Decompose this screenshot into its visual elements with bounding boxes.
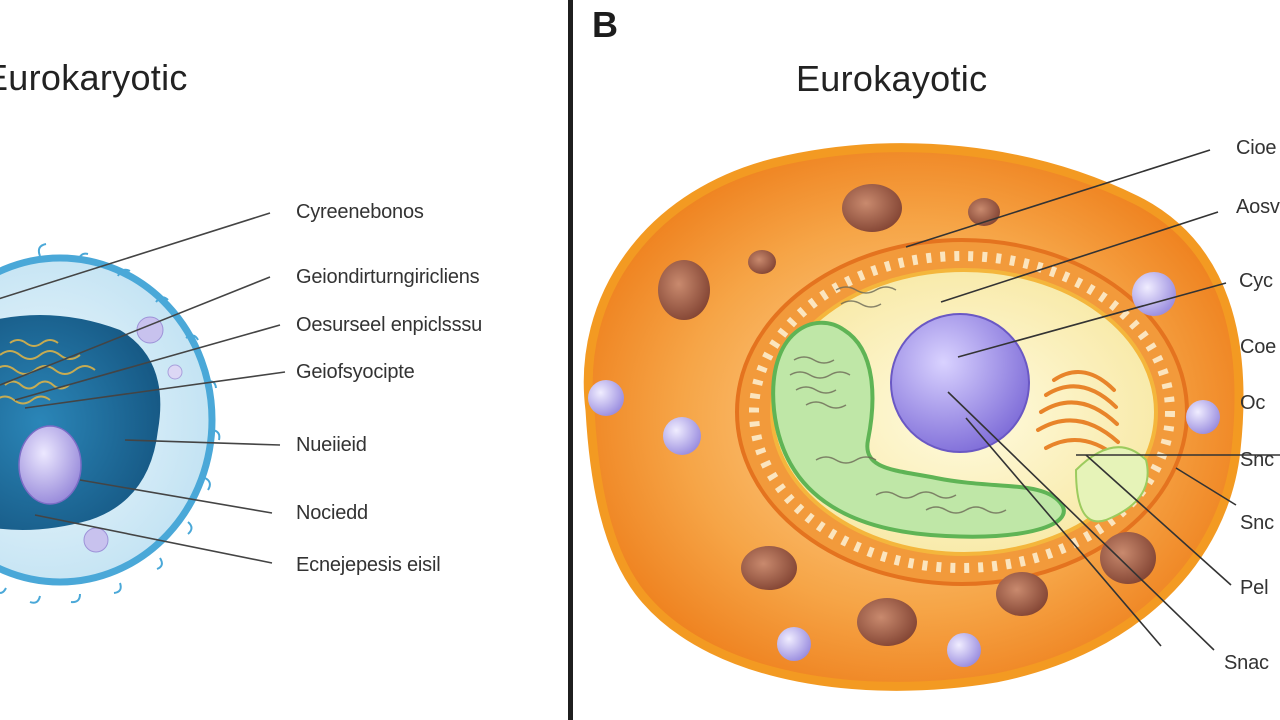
endoplasmic-reticulum [771, 320, 1066, 539]
golgi-apparatus [1036, 370, 1120, 460]
panel-b-label-7: Snc [1240, 512, 1274, 534]
panel-a-label-2: Geiondirturngiricliens [296, 266, 480, 288]
panel-b-label-6: Snc [1240, 449, 1274, 471]
pili [0, 243, 221, 604]
panel-a-label-4: Geiofsyocipte [296, 361, 415, 383]
panel-b-label-8: Pel [1240, 577, 1269, 599]
panel-divider [568, 0, 573, 720]
panel-b-title: Eurokayotic [796, 58, 988, 99]
panel-b-label-2: Aosv [1236, 196, 1280, 218]
mitochondria [658, 184, 1156, 646]
panel-b-label-3: Cyc [1239, 270, 1273, 292]
panel-b: B Eurokayotic Cioe Aosv Cyc Coe Oc Snc S… [576, 0, 1280, 720]
panel-a-label-3: Oesurseel enpiclsssu [296, 314, 483, 336]
panel-b-label-9: Snac [1224, 652, 1269, 674]
panel-a-label-7: Ecnejepesis eisil [296, 554, 441, 576]
panel-b-letter: B [592, 4, 618, 45]
vesicle [167, 364, 183, 380]
vesicle-ring [749, 251, 1175, 573]
vesicle [83, 527, 109, 553]
panel-a-title: Eurokaryotic [0, 57, 188, 98]
lysosome [1074, 446, 1149, 523]
panel-b-label-5: Oc [1240, 392, 1266, 414]
eukaryote-cell-illustration [583, 143, 1280, 691]
panel-a-label-1: Cyreenebonos [296, 201, 424, 223]
panel-b-label-4: Coe [1240, 336, 1277, 358]
leader-lines [0, 212, 286, 564]
vesicles [588, 272, 1220, 667]
prokaryote-cell-illustration [0, 212, 286, 604]
panel-a-label-5: Nueiieid [296, 434, 367, 456]
panel-a: Eurokaryotic Cyreenebonos Geiondirturngi… [0, 0, 568, 720]
panel-a-label-6: Nociedd [296, 502, 368, 524]
panel-b-label-1: Cioe [1236, 137, 1277, 159]
nucleus [890, 313, 1030, 453]
leader-lines [905, 149, 1280, 651]
nucleolus [18, 425, 82, 505]
er-cisternae [789, 286, 1007, 514]
